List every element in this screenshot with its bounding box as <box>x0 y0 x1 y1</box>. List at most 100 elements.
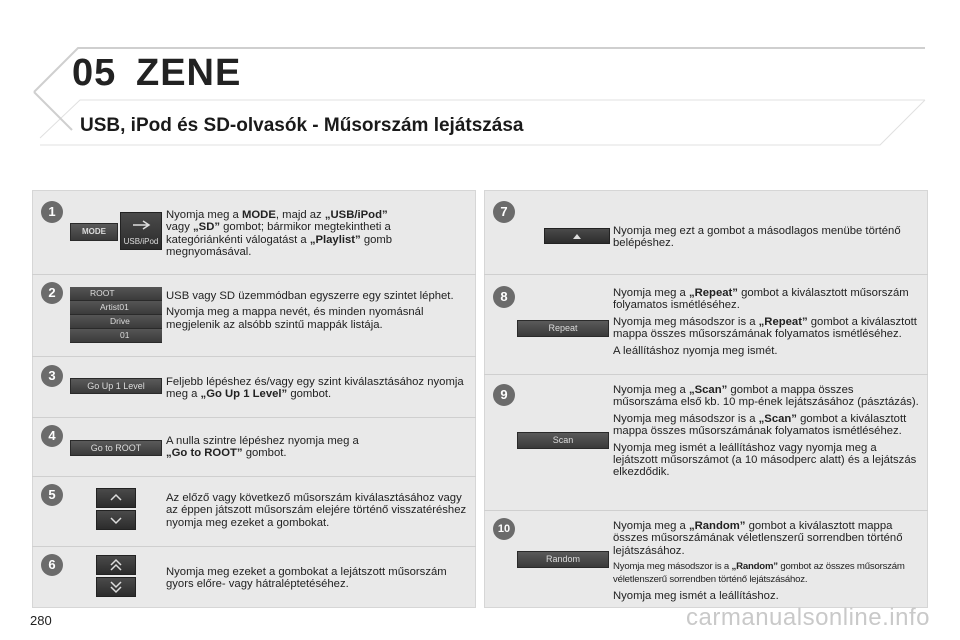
chevron-down-icon <box>110 517 122 525</box>
bold-text: „SD” <box>193 221 221 234</box>
scan-button[interactable]: Scan <box>517 432 609 449</box>
step9-text: Nyomja meg a „Scan” gombot a mappa össze… <box>613 384 921 483</box>
step-number: 5 <box>41 484 63 506</box>
text: gombot a kiválasztott műsorszám folyamat… <box>613 287 909 312</box>
divider <box>32 274 476 275</box>
step-number: 6 <box>41 554 63 576</box>
list-item[interactable]: ROOT <box>70 287 162 301</box>
step6-text: Nyomja meg ezeket a gombokat a lejátszot… <box>166 566 466 595</box>
text: gombot a kiválasztott mappa összes műsor… <box>613 520 903 557</box>
divider <box>32 356 476 357</box>
paragraph: A leállításhoz nyomja meg ismét. <box>613 344 778 357</box>
bold-text: „Go to ROOT” <box>166 447 243 460</box>
chapter-title: ZENE <box>136 52 242 94</box>
usb-ipod-label: USB/iPod <box>123 237 159 246</box>
bold-text: „Scan” <box>688 384 728 396</box>
text: gombot a mappa összes műsorszáma első kb… <box>613 384 919 409</box>
text: gombot az összes műsorszám véletlenszerű… <box>613 561 905 585</box>
paragraph: Nyomja meg ismét a leállításhoz vagy nyo… <box>613 441 917 479</box>
step1-text: Nyomja meg a MODE, majd az „USB/iPod” va… <box>166 209 466 259</box>
left-panel <box>32 190 476 608</box>
text: Nyomja meg másodszor is a <box>613 412 759 425</box>
random-button[interactable]: Random <box>517 551 609 568</box>
step-number: 10 <box>493 518 515 540</box>
page-number: 280 <box>30 613 52 628</box>
text: gombot; bármikor megtekintheti a kategór… <box>166 221 391 246</box>
text: A nulla szintre lépéshez nyomja meg a <box>166 435 359 447</box>
right-panel <box>484 190 928 608</box>
text: Nyomja meg a <box>613 287 689 299</box>
repeat-button[interactable]: Repeat <box>517 320 609 337</box>
text: gombot a kiválasztott mappa összes műsor… <box>613 315 917 341</box>
divider <box>484 274 928 275</box>
list-item[interactable]: 01 <box>70 329 162 343</box>
divider <box>484 510 928 511</box>
fast-backward-button[interactable] <box>96 555 136 575</box>
text: gombot. <box>242 447 287 460</box>
bold-text: „Scan” <box>758 412 797 425</box>
list-item[interactable]: Artist01 <box>70 301 162 315</box>
text: gomb megnyomásával. <box>166 233 393 259</box>
text: gombot. <box>287 388 332 401</box>
text: Nyomja meg a <box>613 520 689 532</box>
step-number: 1 <box>41 201 63 223</box>
text: Nyomja meg másodszor is a <box>613 315 759 328</box>
usb-ipod-button[interactable]: USB/iPod <box>120 212 162 250</box>
divider <box>32 417 476 418</box>
paragraph: Nyomja meg ismét a leállításhoz. <box>613 590 779 603</box>
text: Nyomja meg másodszor is a <box>613 561 732 573</box>
paragraph: Nyomja meg ezt a gombot a másodlagos men… <box>613 225 901 250</box>
usb-icon <box>133 220 151 230</box>
paragraph: USB vagy SD üzemmódban egyszerre egy szi… <box>166 290 454 302</box>
step-number: 2 <box>41 282 63 304</box>
chevron-up-icon <box>110 493 122 501</box>
previous-track-button[interactable] <box>96 488 136 508</box>
mode-button[interactable]: MODE <box>70 223 118 241</box>
header-decoration <box>33 47 926 146</box>
go-up-1-level-button[interactable]: Go Up 1 Level <box>70 378 162 394</box>
bold-text: „Repeat” <box>688 287 738 299</box>
step3-text: Feljebb lépéshez és/vagy egy szint kivál… <box>166 376 466 401</box>
divider <box>484 374 928 375</box>
section-title: USB, iPod és SD-olvasók - Műsorszám lejá… <box>80 115 524 136</box>
step8-text: Nyomja meg a „Repeat” gombot a kiválaszt… <box>613 287 918 361</box>
bold-text: „Random” <box>688 520 746 532</box>
text: Nyomja meg a <box>166 209 242 221</box>
double-chevron-up-icon <box>110 558 122 571</box>
step4-text: A nulla szintre lépéshez nyomja meg a „G… <box>166 435 466 460</box>
secondary-menu-button[interactable] <box>544 228 610 244</box>
step5-text: Az előző vagy következő műsorszám kivála… <box>166 492 474 533</box>
step-number: 7 <box>493 201 515 223</box>
divider <box>32 546 476 547</box>
bold-text: „Playlist” <box>309 233 361 246</box>
folder-list: ROOT Artist01 Drive 01 <box>70 287 162 343</box>
paragraph: Az előző vagy következő műsorszám kivála… <box>166 492 467 529</box>
bold-text: MODE <box>241 209 276 221</box>
text: Feljebb lépéshez és/vagy egy szint kivál… <box>166 376 464 401</box>
text: vagy <box>166 221 194 234</box>
text: , majd az <box>275 209 325 221</box>
step7-text: Nyomja meg ezt a gombot a másodlagos men… <box>613 225 918 254</box>
text: Nyomja meg a <box>613 384 689 396</box>
bold-text: „Go Up 1 Level” <box>200 388 288 401</box>
fast-forward-button[interactable] <box>96 577 136 597</box>
chapter-number: 05 <box>72 52 117 94</box>
step-number: 4 <box>41 425 63 447</box>
list-item[interactable]: Drive <box>70 315 162 329</box>
divider <box>32 476 476 477</box>
paragraph: Nyomja meg a mappa nevét, és minden nyom… <box>166 306 424 331</box>
triangle-up-icon <box>573 234 581 239</box>
bold-text: „Random” <box>731 561 779 573</box>
double-chevron-down-icon <box>110 581 122 594</box>
step-number: 8 <box>493 286 515 308</box>
bold-text: „USB/iPod” <box>324 209 388 221</box>
step10-text: Nyomja meg a „Random” gombot a kiválaszt… <box>613 520 921 606</box>
next-track-button[interactable] <box>96 510 136 530</box>
step2-text: USB vagy SD üzemmódban egyszerre egy szi… <box>166 290 466 335</box>
step-number: 9 <box>493 384 515 406</box>
paragraph: Nyomja meg ezeket a gombokat a lejátszot… <box>166 566 447 591</box>
watermark: carmanualsonline.info <box>686 604 930 631</box>
step-number: 3 <box>41 365 63 387</box>
go-to-root-button[interactable]: Go to ROOT <box>70 440 162 456</box>
bold-text: „Repeat” <box>758 315 808 328</box>
